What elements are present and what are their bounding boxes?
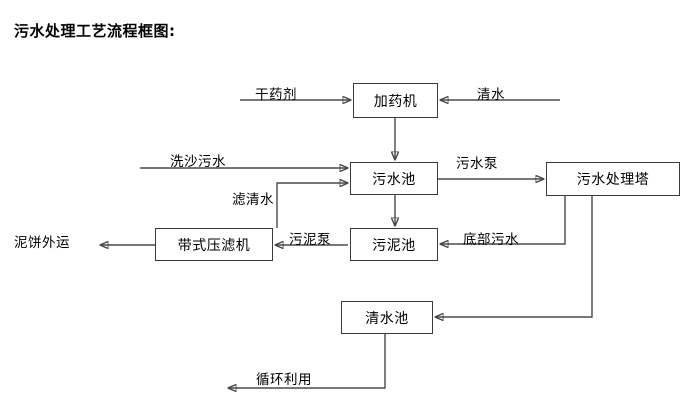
node-wastewater-pool[interactable]: 污水池	[350, 162, 438, 195]
wire-tower-to-clear-water-pool	[435, 196, 593, 317]
terminal-label-mud-cake-transport: 泥饼外运	[14, 235, 70, 251]
edge-label-filtrate-water: 滤清水	[232, 192, 274, 208]
edge-label-sewage-pump: 污水泵	[456, 156, 498, 172]
edge-label-sludge-pump: 污泥泵	[289, 232, 331, 248]
page-title: 污水处理工艺流程框图:	[14, 22, 176, 40]
node-clear-water-pool[interactable]: 清水池	[341, 301, 433, 334]
node-belt-filter-press[interactable]: 带式压滤机	[155, 228, 273, 261]
edge-label-dry-reagent: 干药剂	[255, 87, 297, 103]
wire-filtrate-to-wastewater-pool	[276, 183, 348, 228]
node-wastewater-treatment-tower[interactable]: 污水处理塔	[546, 162, 680, 196]
edge-label-clean-water: 清水	[477, 87, 505, 103]
edge-label-recycling-reuse: 循环利用	[256, 372, 312, 388]
edge-label-bottom-sewage: 底部污水	[463, 232, 519, 248]
node-dosing-machine[interactable]: 加药机	[353, 83, 438, 118]
node-sludge-pool[interactable]: 污泥池	[350, 228, 438, 261]
edge-label-sand-wash-sewage: 洗沙污水	[170, 154, 226, 170]
